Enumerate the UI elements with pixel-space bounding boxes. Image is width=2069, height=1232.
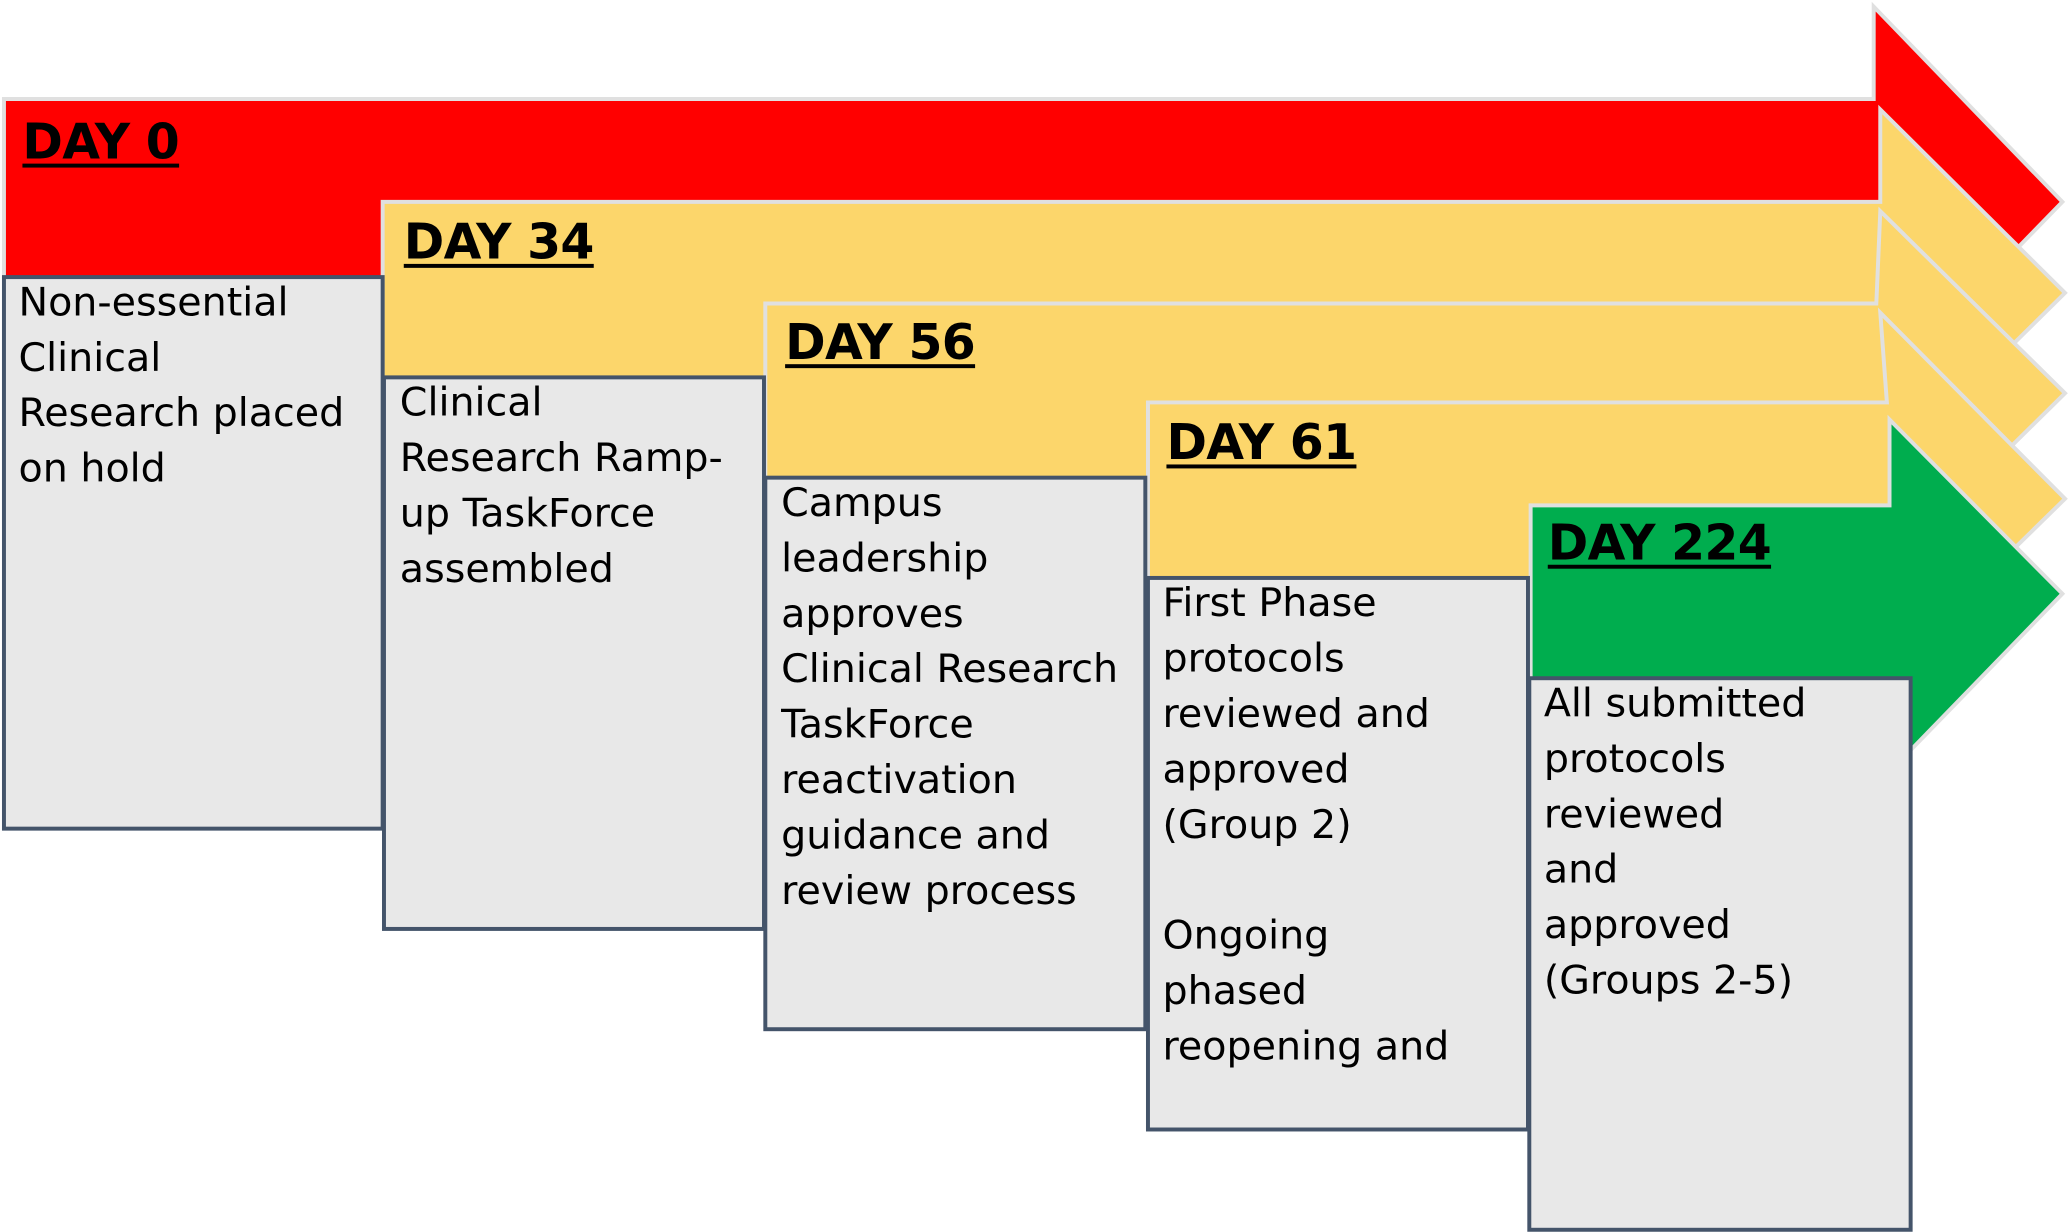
day-label: DAY 61	[1166, 414, 1357, 472]
stage-description: Non-essential Clinical Research placed o…	[18, 279, 345, 493]
stage-box-1	[381, 375, 766, 931]
stage-box-0	[1, 275, 385, 831]
stage-box-2	[763, 475, 1148, 1032]
stage-box-3	[1145, 575, 1530, 1132]
day-label: DAY 224	[1547, 514, 1772, 572]
day-label: DAY 56	[785, 314, 976, 371]
stage-description: First Phase protocols reviewed and appro…	[1162, 580, 1450, 1071]
stage-box-4	[1527, 676, 1913, 1232]
stage-description: All submitted protocols reviewed and app…	[1543, 680, 1807, 1005]
stage-description: Campus leadership approves Clinical Rese…	[781, 480, 1119, 915]
day-label: DAY 0	[22, 113, 180, 171]
stage-description: Clinical Research Ramp- up TaskForce ass…	[399, 380, 723, 593]
day-label: DAY 34	[403, 213, 595, 271]
